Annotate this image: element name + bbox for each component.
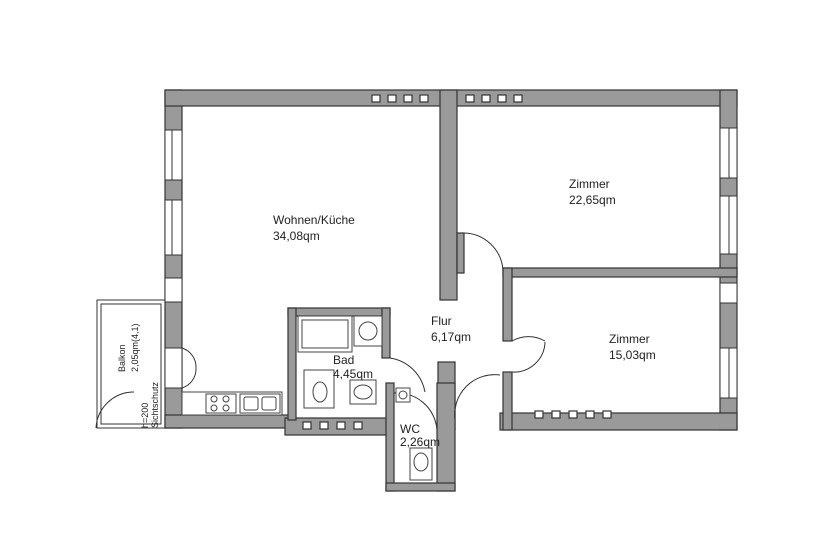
wc-fixtures	[395, 387, 433, 481]
room-wc-area: 2,26qm	[400, 435, 440, 449]
room-zimmer1-area: 22,65qm	[569, 193, 616, 207]
room-balkon-name: Balkon	[117, 344, 127, 372]
room-wohnen-name: Wohnen/Küche	[273, 213, 355, 227]
vents	[302, 94, 612, 430]
room-bad-name: Bad	[333, 353, 354, 367]
room-balkon-note: h=200	[140, 403, 150, 428]
windows	[164, 127, 738, 399]
doors	[95, 232, 546, 431]
room-wohnen-area: 34,08qm	[273, 229, 320, 243]
bath-fixtures	[297, 315, 383, 409]
room-flur-name: Flur	[431, 314, 452, 328]
room-bad-area: 4,45qm	[333, 367, 373, 381]
room-zimmer2-area: 15,03qm	[609, 348, 656, 362]
balcony	[96, 299, 166, 429]
room-wc-name: WC	[400, 422, 420, 436]
room-labels: Wohnen/Küche 34,08qm Zimmer 22,65qm Zimm…	[117, 177, 656, 449]
kitchen-fixtures	[181, 391, 283, 416]
room-balkon-note2: Sichtschutz	[150, 381, 160, 428]
room-balkon-area: 2,05qm(4,1)	[130, 323, 140, 372]
walls	[164, 89, 738, 492]
room-flur-area: 6,17qm	[431, 330, 471, 344]
room-zimmer1-name: Zimmer	[569, 177, 610, 191]
room-zimmer2-name: Zimmer	[609, 332, 650, 346]
